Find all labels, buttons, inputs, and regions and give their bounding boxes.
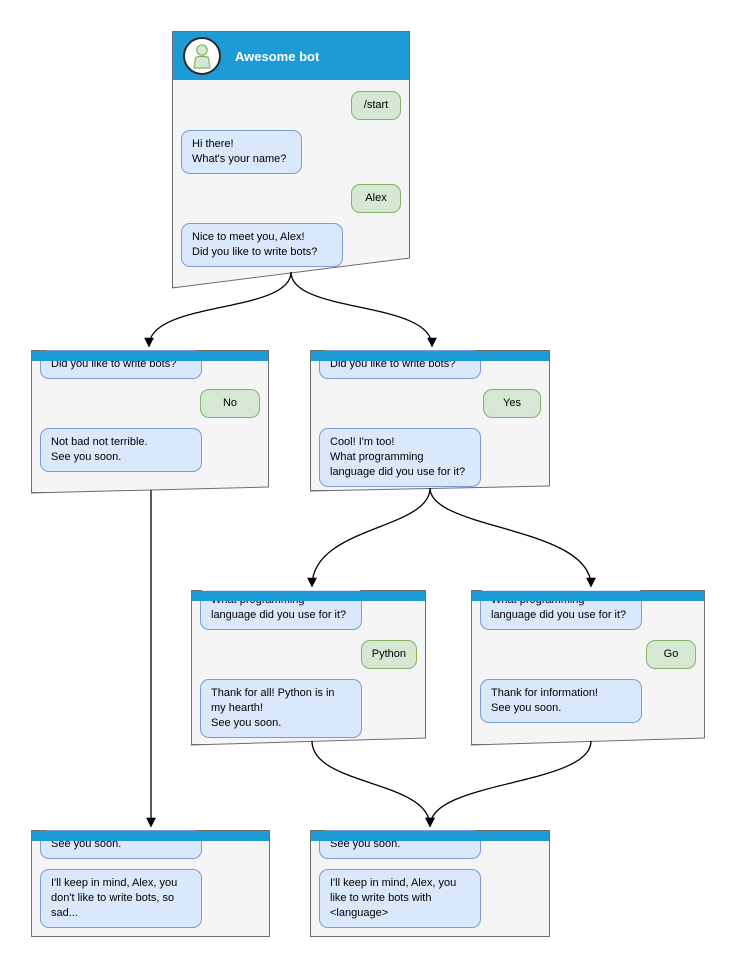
bot-message-bubble: Thank for all! Python is in my hearth! S… [200, 679, 362, 738]
message-list: See you soon. I'll keep in mind, Alex, y… [311, 830, 549, 928]
bot-message-bubble: I'll keep in mind, Alex, you don't like … [40, 869, 202, 928]
chat-header-bar [311, 351, 549, 361]
message-list: Did you like to write bots? No Not bad n… [32, 350, 268, 472]
chat-window-branch-yes: Did you like to write bots? Yes Cool! I'… [310, 350, 550, 491]
user-message-bubble: Python [360, 640, 417, 669]
user-message-bubble: Go [646, 640, 696, 669]
flow-arrow [429, 487, 596, 588]
bot-message-bubble: Hi there! What's your name? [181, 130, 302, 174]
chat-header-bar [311, 831, 549, 841]
chat-window-branch-go: What programming language did you use fo… [471, 590, 705, 745]
flow-arrow [307, 487, 431, 588]
message-list: See you soon. I'll keep in mind, Alex, y… [32, 830, 269, 928]
avatar [183, 37, 221, 75]
bot-message-bubble: Cool! I'm too! What programming language… [319, 428, 481, 487]
chat-window-branch-python: What programming language did you use fo… [191, 590, 426, 745]
message-list: Did you like to write bots? Yes Cool! I'… [311, 350, 549, 487]
bot-message-bubble: Thank for information! See you soon. [480, 679, 642, 723]
chat-header-bar [472, 591, 704, 601]
chat-header-bar [32, 351, 268, 361]
user-message-bubble: No [200, 389, 260, 418]
flow-arrow [311, 740, 435, 828]
message-list: What programming language did you use fo… [192, 590, 425, 738]
chat-window-end-yes: See you soon. I'll keep in mind, Alex, y… [310, 830, 550, 937]
message-list: /start Hi there! What's your name? Alex … [173, 80, 409, 267]
bot-message-bubble: I'll keep in mind, Alex, you like to wri… [319, 869, 481, 928]
chat-header-bar [192, 591, 425, 601]
chat-window-branch-no: Did you like to write bots? No Not bad n… [31, 350, 269, 493]
chat-window-main: Awesome bot /start Hi there! What's your… [172, 31, 410, 288]
message-list: What programming language did you use fo… [472, 590, 704, 723]
flow-arrow [144, 271, 292, 348]
chat-window-end-no: See you soon. I'll keep in mind, Alex, y… [31, 830, 270, 937]
flow-arrow [290, 271, 437, 348]
user-message-bubble: /start [351, 91, 401, 120]
bot-message-bubble: Nice to meet you, Alex! Did you like to … [181, 223, 343, 267]
user-message-bubble: Alex [351, 184, 401, 213]
chat-title: Awesome bot [235, 48, 320, 64]
chat-header: Awesome bot [173, 32, 409, 80]
chat-header-bar [32, 831, 269, 841]
bot-message-bubble: Not bad not terrible. See you soon. [40, 428, 202, 472]
user-message-bubble: Yes [483, 389, 541, 418]
flow-arrow [425, 740, 592, 828]
person-icon [193, 44, 211, 69]
